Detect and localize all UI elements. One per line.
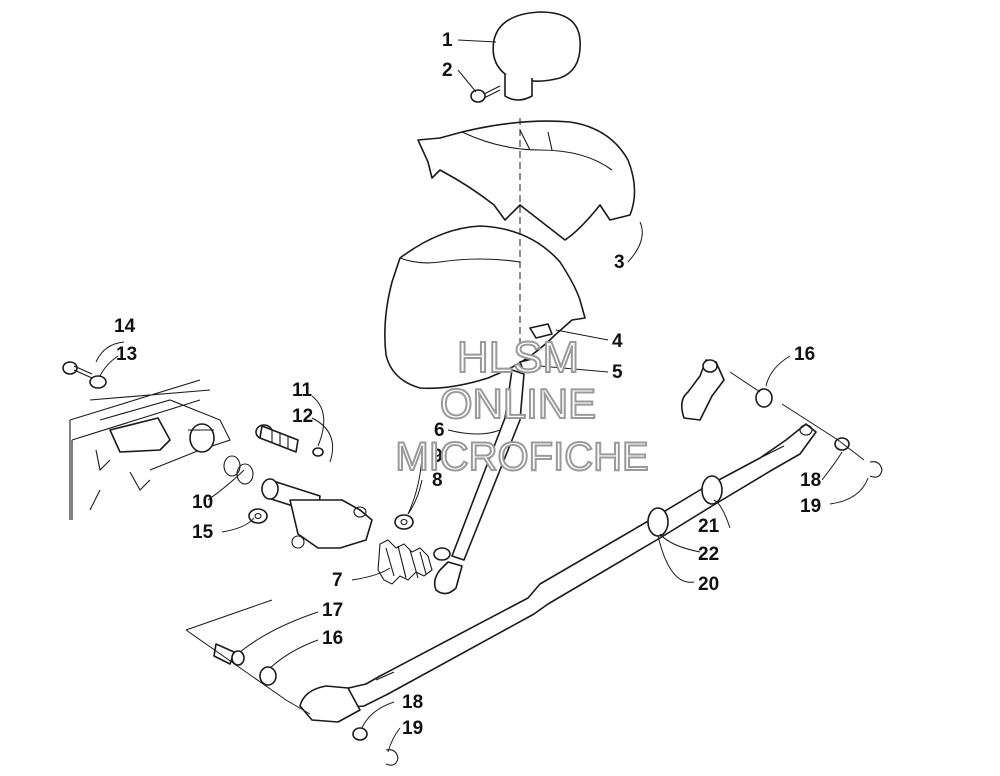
return-spring [377,539,433,585]
callout-22: 22 [698,544,719,565]
assembly-guide-upper [729,371,865,461]
callout-18-lower: 18 [402,692,423,713]
callout-9: 9 [432,446,443,467]
callout-15: 15 [192,522,214,543]
callout-14: 14 [114,316,136,337]
upper-shift-cover [417,120,636,241]
assembly-guide-lower [185,599,311,715]
watermark-line-2: ONLINE [440,380,596,427]
bushing-part-16-lower [259,666,277,686]
leader-lines [95,39,869,753]
callout-4: 4 [612,331,623,352]
bolt-part-11 [255,424,299,453]
callout-20: 20 [698,574,719,595]
callout-13: 13 [116,344,137,365]
clip-part-19-lower [385,749,399,766]
callout-16-upper: 16 [794,344,815,365]
o-rings [223,455,254,485]
frame-bracket [69,379,231,520]
lower-shift-housing [384,225,586,390]
callout-7: 7 [332,570,343,591]
shift-knob [492,11,581,101]
bolt-part-17 [213,643,245,666]
washer-part-13 [89,375,107,389]
callout-19-upper: 19 [800,496,821,517]
callout-19-lower: 19 [402,718,423,739]
pivot-shaft [261,478,373,549]
callout-16-lower: 16 [322,628,343,649]
shift-lever [433,369,525,595]
callout-11: 11 [292,380,313,401]
callout-12: 12 [292,406,313,427]
bushing-part-16-upper [755,388,773,408]
callout-17: 17 [322,600,343,621]
callout-2: 2 [442,60,453,81]
washer-part-15 [248,508,268,524]
knob-screw [470,85,501,103]
washer-part-18-lower [352,727,368,741]
watermark-line-1: HLSM [457,333,579,382]
shift-link-joint [680,359,725,421]
washer-part-5 [519,357,541,373]
callout-3: 3 [614,252,625,273]
callout-6: 6 [434,420,445,441]
watermark-line-3: MICROFICHE [395,435,648,479]
callout-5: 5 [612,362,623,383]
bushing-part-4 [529,323,553,339]
callout-18-upper: 18 [800,470,821,491]
washer-part-8 [394,514,414,530]
callout-8: 8 [432,470,443,491]
callout-labels: 1 2 3 4 5 6 7 8 9 10 11 12 13 14 15 16 1… [114,30,821,739]
callout-1: 1 [442,30,453,51]
watermark: HLSM ONLINE MICROFICHE [394,332,649,480]
callout-21: 21 [698,516,720,537]
callout-10: 10 [192,492,213,513]
washer-part-12 [312,447,324,457]
bolt-part-14 [62,361,93,379]
clip-part-19-upper [869,461,883,478]
shift-rod [299,423,817,723]
